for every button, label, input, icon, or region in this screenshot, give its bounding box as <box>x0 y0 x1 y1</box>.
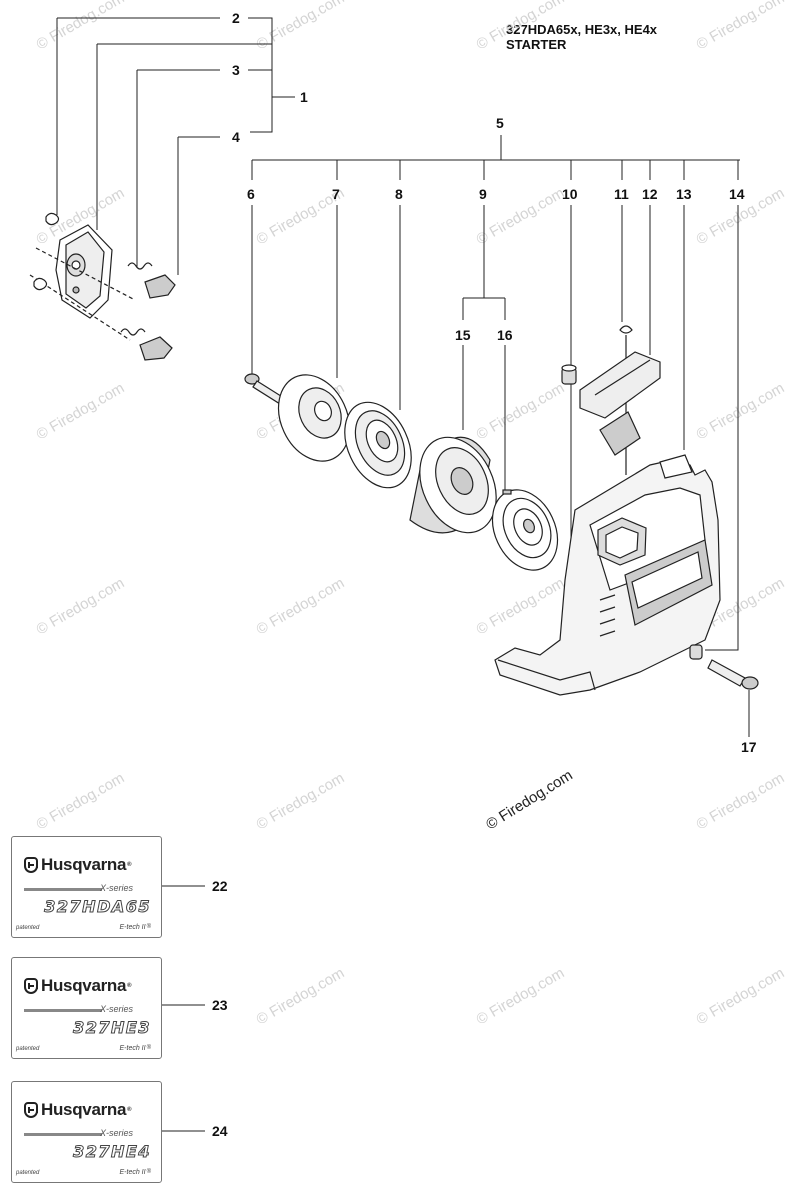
watermark: © Firedog.com <box>254 964 348 1028</box>
bushing-part <box>561 364 577 385</box>
patented-label: patented <box>16 1046 40 1052</box>
husqvarna-logo-icon <box>24 857 38 873</box>
spring-clip-part <box>33 212 60 291</box>
brand-name: Husqvarna® <box>24 1100 132 1120</box>
recoil-spring-part <box>491 489 559 571</box>
watermark: © Firedog.com <box>694 0 788 53</box>
screw-part <box>689 644 759 690</box>
watermark: © Firedog.com <box>694 964 788 1028</box>
etech-label: E-tech II® <box>119 1169 152 1176</box>
callout-5: 5 <box>496 115 504 131</box>
watermark: © Firedog.com <box>34 379 128 443</box>
watermark: © Firedog.com <box>34 769 128 833</box>
decal-label: Husqvarna® X-series 327HE4 patented E-te… <box>11 1081 162 1183</box>
callout-9: 9 <box>479 186 487 202</box>
callout-2: 2 <box>232 10 240 26</box>
callout-12: 12 <box>642 186 658 202</box>
decal-label: Husqvarna® X-series 327HDA65 patented E-… <box>11 836 162 938</box>
drive-disc-part <box>277 374 351 462</box>
watermark-dark: © Firedog.com <box>483 767 576 834</box>
callout-7: 7 <box>332 186 340 202</box>
callout-22: 22 <box>212 878 228 894</box>
watermark: © Firedog.com <box>474 0 568 53</box>
watermark: © Firedog.com <box>474 184 568 248</box>
brand-name: Husqvarna® <box>24 855 132 875</box>
series-label: X-series <box>100 1004 134 1014</box>
pawl-part <box>139 274 176 361</box>
callout-11: 11 <box>614 186 629 202</box>
etech-label: E-tech II® <box>119 1045 152 1052</box>
callout-23: 23 <box>212 997 228 1013</box>
brand-text: Husqvarna <box>41 976 127 995</box>
brand-text: Husqvarna <box>41 855 127 874</box>
callout-3: 3 <box>232 62 240 78</box>
callout-13: 13 <box>676 186 692 202</box>
brand-name: Husqvarna® <box>24 976 132 996</box>
watermark: © Firedog.com <box>254 574 348 638</box>
model-label: 327HE3 <box>73 1018 151 1038</box>
rope-pulley-part <box>409 436 497 534</box>
callout-6: 6 <box>247 186 255 202</box>
series-label: X-series <box>100 1128 134 1138</box>
model-label: 327HE4 <box>73 1142 151 1162</box>
patented-label: patented <box>16 925 40 931</box>
watermark: © Firedog.com <box>474 574 568 638</box>
watermark: © Firedog.com <box>254 769 348 833</box>
callout-14: 14 <box>729 186 745 202</box>
callout-4: 4 <box>232 129 240 145</box>
starter-handle-part <box>579 325 661 475</box>
husqvarna-logo-icon <box>24 1102 38 1118</box>
watermark: © Firedog.com <box>474 964 568 1028</box>
watermark: © Firedog.com <box>694 769 788 833</box>
brand-text: Husqvarna <box>41 1100 127 1119</box>
patented-label: patented <box>16 1170 40 1176</box>
callout-16: 16 <box>497 327 513 343</box>
decal-stripe <box>24 888 102 891</box>
callout-8: 8 <box>395 186 403 202</box>
decal-stripe <box>24 1133 102 1136</box>
husqvarna-logo-icon <box>24 978 38 994</box>
leader-lines <box>56 17 750 1132</box>
decal-stripe <box>24 1009 102 1012</box>
watermark: © Firedog.com <box>474 379 568 443</box>
starter-housing-part <box>494 454 721 696</box>
callout-1: 1 <box>300 89 308 105</box>
spring-cassette-part <box>344 401 412 489</box>
etech-label: E-tech II® <box>119 924 152 931</box>
callout-15: 15 <box>455 327 471 343</box>
diagram-model-title: 327HDA65x, HE3x, HE4x <box>506 22 658 37</box>
pawl-spring-part <box>120 262 153 336</box>
decal-label: Husqvarna® X-series 327HE3 patented E-te… <box>11 957 162 1059</box>
callout-24: 24 <box>212 1123 228 1139</box>
callout-17: 17 <box>741 739 757 755</box>
pawl-plate-part <box>29 224 136 341</box>
callout-10: 10 <box>562 186 578 202</box>
series-label: X-series <box>100 883 134 893</box>
model-label: 327HDA65 <box>44 897 151 917</box>
parts-artwork <box>29 212 759 696</box>
callout-numbers: 2 3 1 4 5 6 7 8 9 10 11 12 13 14 15 16 1… <box>212 10 757 1139</box>
watermark: © Firedog.com <box>34 574 128 638</box>
watermark: © Firedog.com <box>694 379 788 443</box>
watermark: © Firedog.com <box>254 0 348 53</box>
diagram-section-title: STARTER <box>506 37 567 52</box>
watermark: © Firedog.com <box>34 0 128 53</box>
